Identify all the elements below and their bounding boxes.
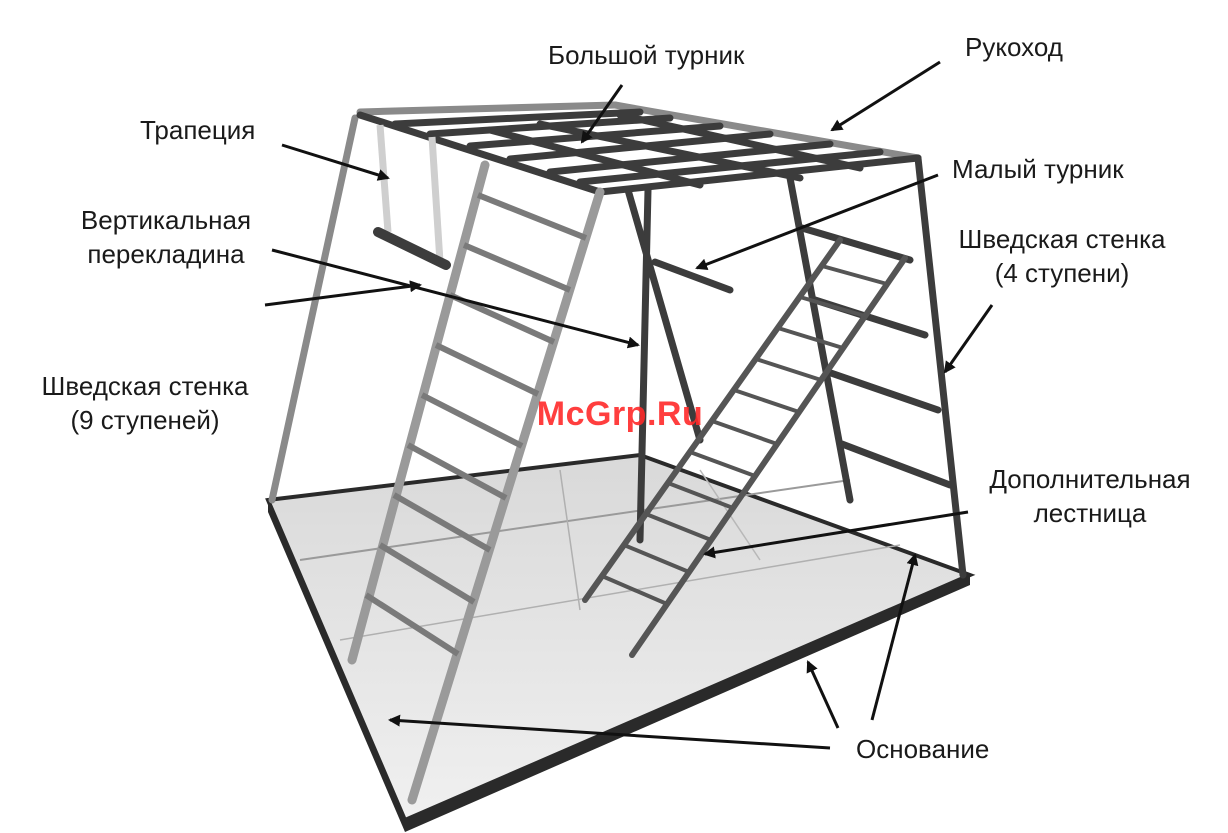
arrow-wall-4 (945, 305, 992, 372)
label-vertical-bar-line2: перекладина (81, 237, 251, 271)
label-wall-4: Шведская стенка (4 ступени) (959, 222, 1166, 290)
label-vertical-bar: Вертикальная перекладина (81, 203, 251, 271)
arrow-base-2 (808, 662, 838, 728)
label-vertical-bar-line1: Вертикальная (81, 203, 251, 237)
label-wall-9: Шведская стенка (9 ступеней) (42, 369, 249, 437)
label-small-bar: Малый турник (952, 152, 1124, 186)
label-extra-ladder: Дополнительная лестница (989, 462, 1190, 530)
label-wall-9-line1: Шведская стенка (42, 369, 249, 403)
label-big-bar: Большой турник (548, 38, 744, 72)
base-frame (268, 455, 970, 832)
label-extra-ladder-line1: Дополнительная (989, 462, 1190, 496)
watermark-text: McGrp.Ru (537, 395, 703, 434)
monkey-bars (360, 112, 918, 192)
label-wall-9-line2: (9 ступеней) (42, 403, 249, 437)
label-monkey-bars: Рукоход (965, 30, 1063, 64)
arrow-monkey-bars (832, 62, 940, 130)
label-wall-4-line2: (4 ступени) (959, 256, 1166, 290)
arrow-trapeze (282, 145, 388, 178)
label-trapeze: Трапеция (140, 113, 255, 147)
label-wall-4-line1: Шведская стенка (959, 222, 1166, 256)
label-base: Основание (856, 732, 989, 766)
trapeze (378, 125, 446, 265)
label-extra-ladder-line2: лестница (989, 496, 1190, 530)
arrow-wall-9 (265, 285, 420, 305)
